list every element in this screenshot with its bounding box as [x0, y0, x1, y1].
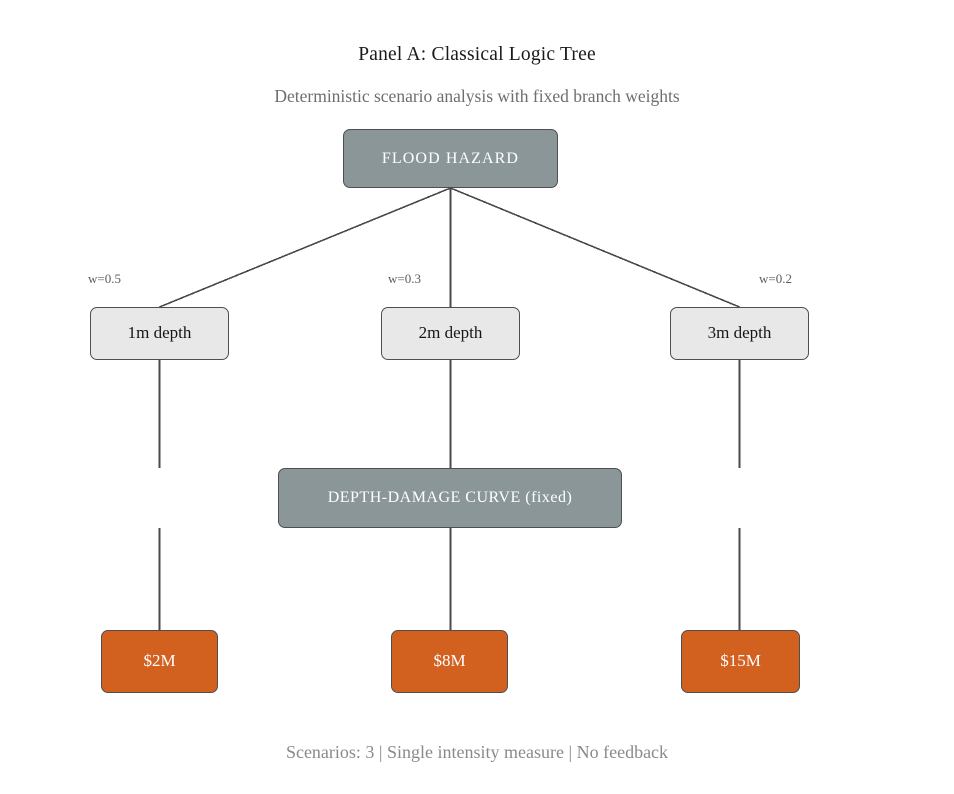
- weight-label-branch-1: w=0.5: [88, 271, 121, 286]
- node-flood-hazard[interactable]: FLOOD HAZARD: [343, 129, 558, 188]
- weight-label-branch-2: w=0.3: [388, 271, 421, 286]
- node-depth-damage-curve[interactable]: DEPTH-DAMAGE CURVE (fixed): [278, 468, 622, 528]
- node-outcome-15m[interactable]: $15M: [681, 630, 800, 693]
- page-title: Panel A: Classical Logic Tree: [358, 44, 596, 65]
- node-outcome-8m[interactable]: $8M: [391, 630, 508, 693]
- page-subtitle: Deterministic scenario analysis with fix…: [274, 86, 680, 106]
- node-branch-1m-depth[interactable]: 1m depth: [90, 307, 229, 360]
- figure-footer: Scenarios: 3 | Single intensity measure …: [285, 742, 669, 762]
- node-branch-3m-depth[interactable]: 3m depth: [670, 307, 809, 360]
- node-branch-2m-depth[interactable]: 2m depth: [381, 307, 520, 360]
- node-outcome-2m[interactable]: $2M: [101, 630, 218, 693]
- weight-label-branch-3: w=0.2: [759, 271, 792, 286]
